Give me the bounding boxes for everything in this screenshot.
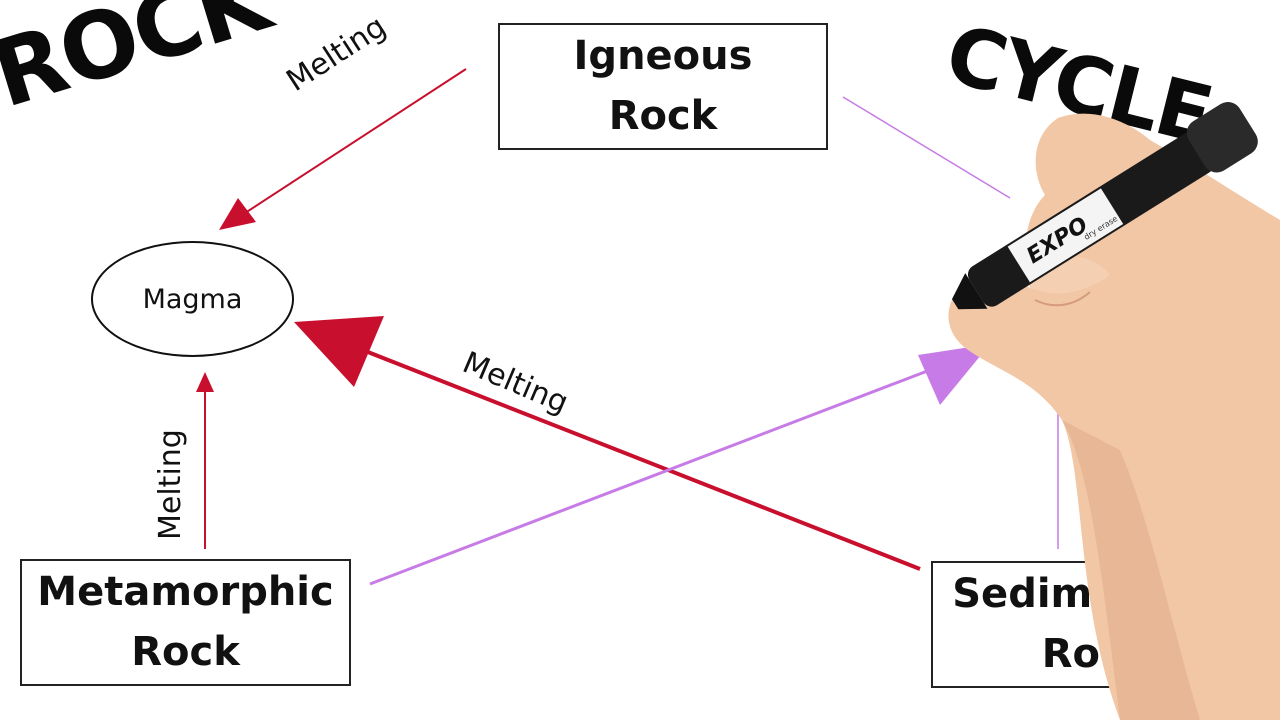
marker-tip — [951, 273, 988, 310]
marker-label-band — [1007, 188, 1124, 283]
metamorphic-label-line2: Rock — [131, 628, 240, 675]
arrow-igneous-to-magma-head — [219, 198, 256, 230]
arrow-igneous-to-magma-line — [241, 68, 467, 216]
metamorphic-rock-box: Metamorphic Rock — [20, 559, 351, 686]
arrow-igneous-to-sedimentary-line — [842, 96, 1011, 199]
metamorphic-label-line1: Metamorphic — [37, 569, 334, 616]
igneous-rock-box: Igneous Rock — [498, 23, 828, 150]
igneous-label-line2: Rock — [608, 92, 718, 139]
arrow-sedimentary-to-magma-head — [294, 316, 384, 387]
arrow-sedimentary-to-magma-line — [349, 343, 921, 571]
marker-cap — [1186, 102, 1258, 173]
arrow-metamorphic-to-magma-head — [196, 372, 214, 392]
arrow-metamorphic-purple-line — [369, 368, 931, 586]
arrow-metamorphic-purple-head — [918, 344, 990, 405]
igneous-label-line1: Igneous — [573, 33, 753, 80]
hand-shadow — [1062, 420, 1200, 720]
knuckle-line — [1034, 291, 1091, 307]
magma-node: Magma — [91, 241, 294, 357]
